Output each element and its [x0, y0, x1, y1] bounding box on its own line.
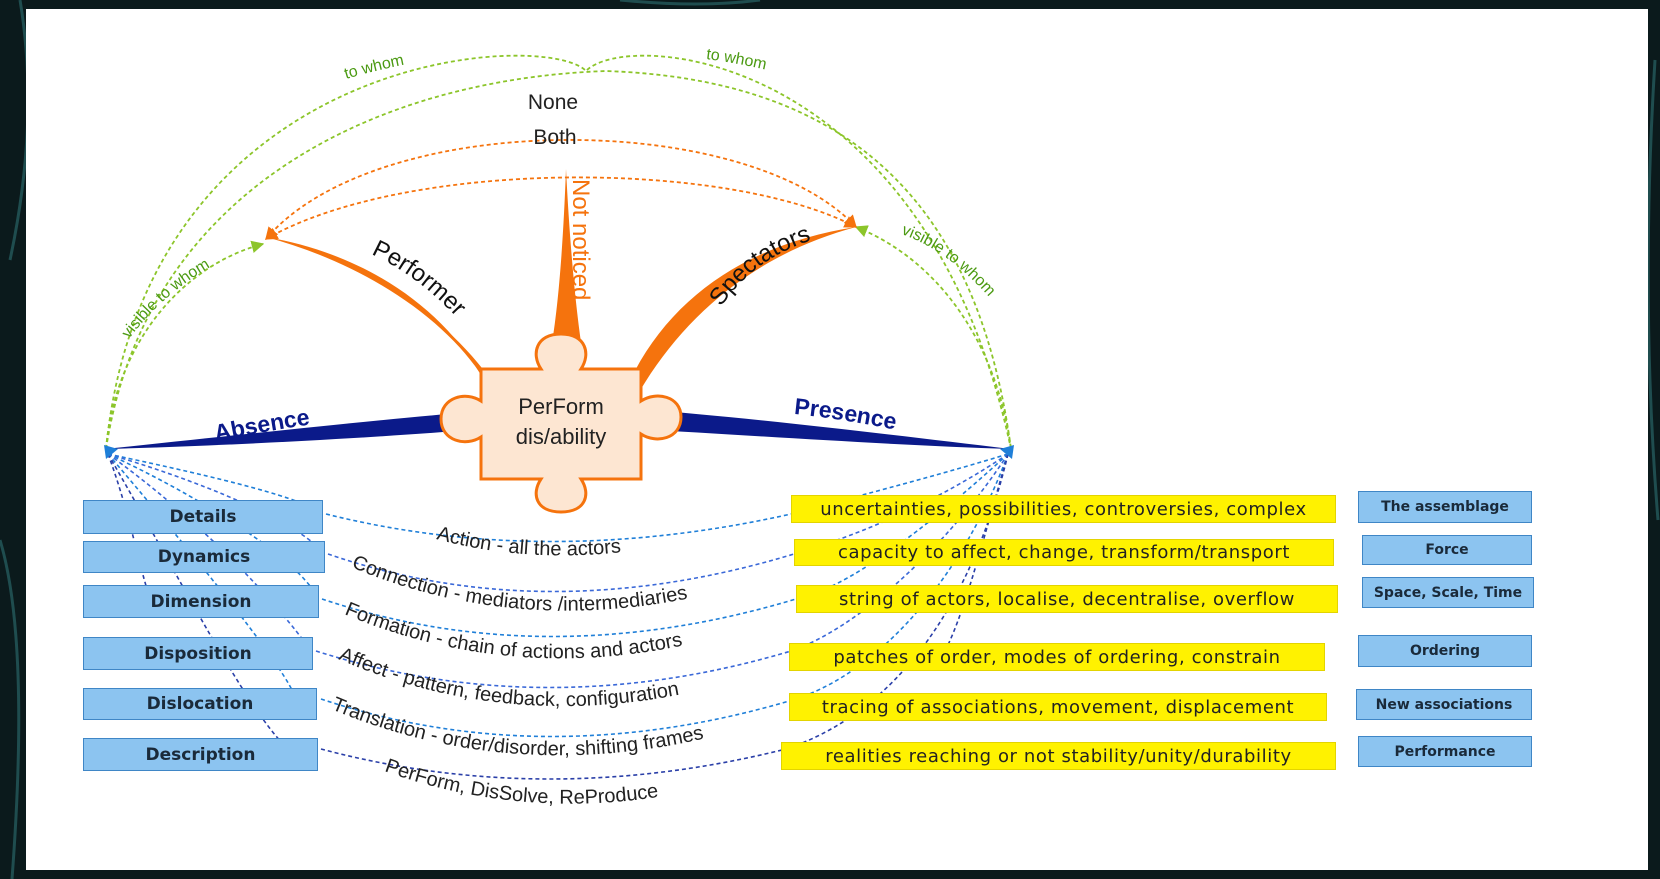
absence-branch	[106, 411, 481, 449]
not-noticed-branch	[551, 169, 582, 349]
svg-text:Spectators: Spectators	[704, 220, 814, 310]
svg-text:to whom: to whom	[705, 46, 768, 73]
center-line2: dis/ability	[516, 424, 606, 449]
svg-text:visible to whom: visible to whom	[900, 222, 999, 300]
svg-text:PerForm, DisSolve, ReProduce: PerForm, DisSolve, ReProduce	[382, 755, 659, 809]
left-box-details: Details	[83, 500, 323, 534]
visible-to-whom-left-label: visible to whom	[119, 256, 213, 342]
left-box-disposition: Disposition	[83, 637, 313, 670]
visible-to-whom-right-label: visible to whom	[900, 222, 999, 300]
left-box-dynamics: Dynamics	[83, 541, 325, 573]
right-box-new-associations: New associations	[1356, 689, 1532, 720]
left-box-dimension: Dimension	[83, 585, 319, 618]
svg-text:to whom: to whom	[342, 52, 405, 83]
right-box-assemblage: The assemblage	[1358, 491, 1532, 523]
right-box-space-scale-time: Space, Scale, Time	[1362, 577, 1534, 608]
middle-box-3: string of actors, localise, decentralise…	[796, 585, 1338, 613]
mind-map: PerForm dis/ability Absence Presence Per…	[104, 46, 1014, 809]
curve-label-1: Action - all the actors	[435, 523, 622, 561]
presence-branch	[636, 409, 1011, 449]
to-whom-right-label: to whom	[705, 46, 768, 73]
center-puzzle: PerForm dis/ability	[439, 332, 683, 514]
navy-axis	[106, 409, 1011, 449]
right-box-performance: Performance	[1358, 736, 1532, 767]
diagram-canvas: PerForm dis/ability Absence Presence Per…	[26, 9, 1648, 870]
middle-box-6: realities reaching or not stability/unit…	[781, 742, 1336, 770]
left-box-dislocation: Dislocation	[83, 688, 317, 720]
right-box-force: Force	[1362, 535, 1532, 565]
svg-text:Connection - mediators /interm: Connection - mediators /intermediaries	[349, 551, 689, 615]
svg-text:Action - all the actors: Action - all the actors	[435, 523, 622, 561]
right-box-ordering: Ordering	[1358, 635, 1532, 667]
curve-label-2: Connection - mediators /intermediaries	[349, 551, 689, 615]
orange-branches	[266, 169, 856, 401]
spectators-branch	[626, 227, 856, 389]
svg-text:visible to whom: visible to whom	[119, 256, 213, 342]
left-box-description: Description	[83, 738, 318, 771]
both-label: Both	[533, 126, 576, 149]
top-arcs	[105, 54, 1012, 450]
middle-box-2: capacity to affect, change, transform/tr…	[794, 539, 1334, 566]
to-whom-left-label: to whom	[342, 52, 405, 83]
middle-box-4: patches of order, modes of ordering, con…	[789, 643, 1325, 671]
middle-box-1: uncertainties, possibilities, controvers…	[791, 495, 1336, 523]
none-label: None	[528, 91, 578, 114]
not-noticed-label: Not noticed	[567, 179, 594, 300]
curve-label-6: PerForm, DisSolve, ReProduce	[382, 755, 659, 809]
right-corner-marker	[1000, 445, 1014, 459]
middle-box-5: tracing of associations, movement, displ…	[789, 693, 1327, 721]
spectators-label: Spectators	[704, 220, 814, 310]
center-line1: PerForm	[518, 394, 604, 419]
left-corner-marker	[104, 445, 118, 459]
